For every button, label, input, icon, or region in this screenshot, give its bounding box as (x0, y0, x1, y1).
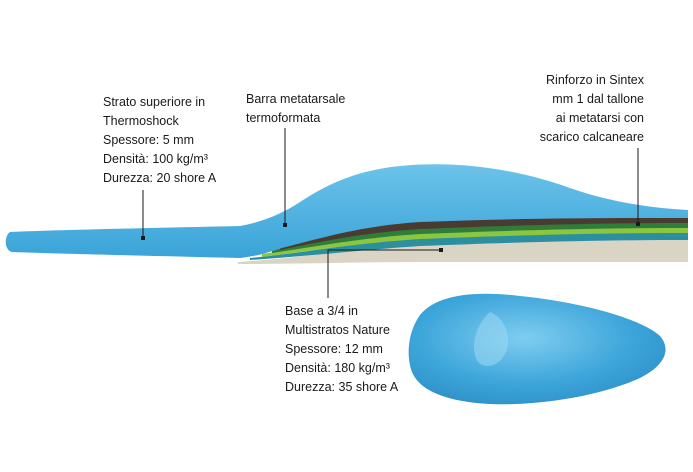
top-layer-annotation: Strato superiore in Thermoshock Spessore… (103, 93, 216, 188)
annotation-line: mm 1 dal tallone (552, 92, 644, 106)
insole-side-view (5, 164, 688, 264)
annotation-line: Base a 3/4 in (285, 304, 358, 318)
annotation-line: Barra metatarsale (246, 92, 346, 106)
annotation-line: Densità: 100 kg/m³ (103, 152, 208, 166)
annotation-line: Rinforzo in Sintex (546, 73, 644, 87)
annotation-line: Spessore: 5 mm (103, 133, 195, 147)
insole-top-view (408, 293, 666, 405)
annotation-line: ai metatarsi con (555, 111, 644, 125)
base-teal-layer (250, 231, 688, 260)
annotation-line: Thermoshock (103, 114, 179, 128)
leader-metatarsal-dot (283, 223, 287, 227)
leader-base (327, 249, 440, 298)
leader-base-dot (439, 248, 443, 252)
annotation-line: Multistratos Nature (285, 323, 390, 337)
annotation-line: scarico calcaneare (539, 130, 644, 144)
reinforcement-annotation: Rinforzo in Sintex mm 1 dal tallone ai m… (540, 71, 644, 147)
annotation-line: Strato superiore in (103, 95, 206, 109)
base-dark-green-layer (272, 221, 688, 253)
base-beige-layer (238, 236, 688, 264)
insole-metatarsal-bump (474, 312, 509, 367)
leader-top-layer-dot (141, 236, 145, 240)
annotation-line: Durezza: 20 shore A (103, 171, 217, 185)
annotation-line: Spessore: 12 mm (285, 342, 383, 356)
base-annotation: Base a 3/4 in Multistratos Nature Spesso… (285, 302, 398, 397)
leader-reinforcement-dot (636, 222, 640, 226)
annotation-line: termoformata (246, 111, 321, 125)
base-light-green-layer (262, 226, 688, 257)
leader-lines (141, 128, 640, 298)
metatarsal-bar-annotation: Barra metatarsale termoformata (246, 90, 345, 128)
insole-top-view-shape (408, 293, 666, 405)
top-layer-blue (5, 164, 688, 258)
annotation-line: Densità: 180 kg/m³ (285, 361, 390, 375)
annotation-line: Durezza: 35 shore A (285, 380, 399, 394)
